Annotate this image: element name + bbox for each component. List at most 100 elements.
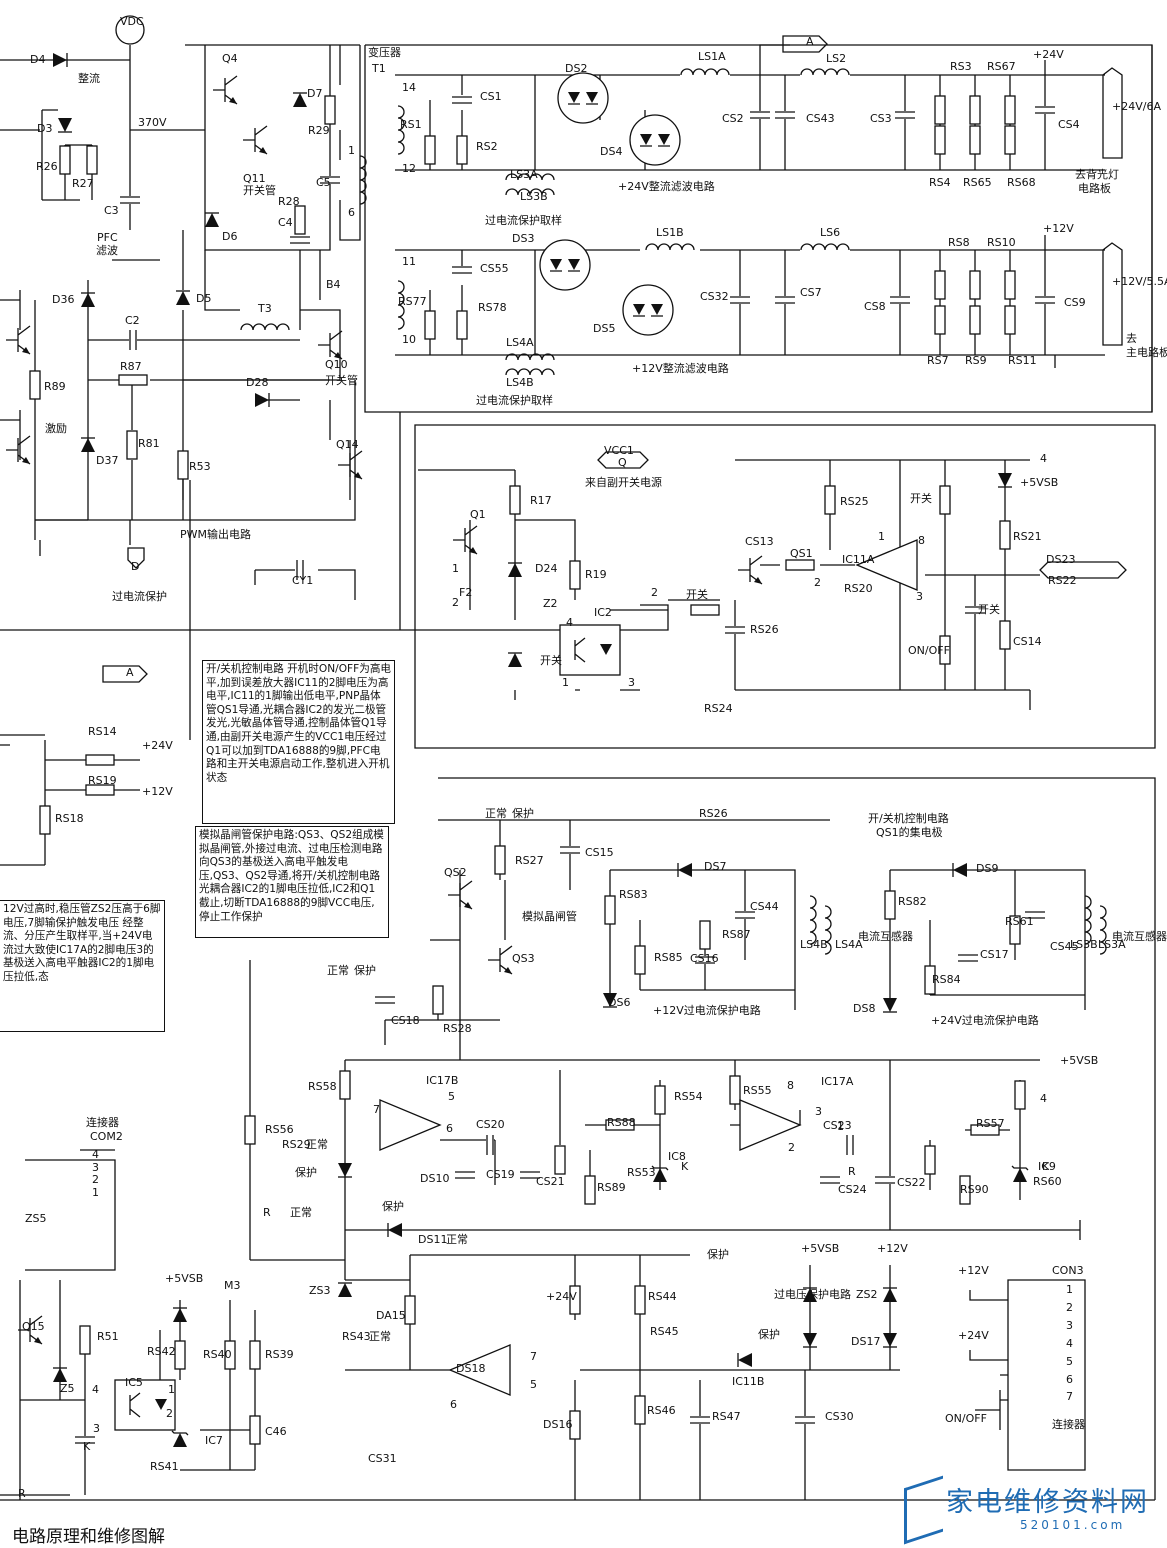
component-d-27: [81, 437, 95, 452]
label-top_left-30: R81: [138, 437, 160, 450]
label-protect-47: IC17A: [821, 1075, 854, 1088]
label-top_left-29: 激励: [45, 421, 67, 435]
label-top_left-27: D28: [246, 376, 268, 389]
component-d-83: [998, 473, 1012, 488]
component-l-37: [680, 68, 730, 76]
component-d-149: [803, 1333, 817, 1348]
label-con3-4: 2: [1066, 1301, 1073, 1314]
label-protect-16: CS44: [750, 900, 779, 913]
component-r-73: [569, 560, 581, 590]
label-top_left-4: 370V: [138, 116, 167, 129]
component-r-86: [939, 635, 951, 665]
label-protect-94: 6: [450, 1398, 457, 1411]
label-protect-25: DS9: [976, 862, 998, 875]
label-onoff-32: DS23: [1046, 553, 1075, 566]
component-d-72: [508, 562, 522, 577]
label-bottom_left-21: C46: [265, 1425, 287, 1438]
label-top_left-20: D5: [196, 292, 211, 305]
label-onoff-15: 3: [628, 676, 635, 689]
component-circle-0: [115, 15, 145, 45]
onoff-flag: [127, 67, 1127, 579]
label-protect-24: +12V过电流保护电路: [653, 1003, 761, 1017]
label-protect-9: QS3: [512, 952, 535, 965]
label-protect-88: 正常: [369, 1330, 391, 1343]
label-protect-0: 正常: [485, 807, 507, 820]
label-protect-72: R: [263, 1206, 271, 1219]
label-onoff-4: R17: [530, 494, 552, 507]
label-out12-21: LS4B: [506, 376, 534, 389]
label-protect-32: LS3A: [1098, 938, 1126, 951]
label-onoff-22: RS20: [844, 582, 873, 595]
label-onoff-25: 8: [918, 534, 925, 547]
label-top_left-11: D7: [307, 87, 322, 100]
label-onoff-6: 1: [452, 562, 459, 575]
label-top_left-19: D36: [52, 293, 74, 306]
component-r-82: [939, 485, 951, 515]
label-top_left-5: R26: [36, 160, 58, 173]
component-r-79: [785, 559, 815, 571]
label-protect-55: RS29: [282, 1138, 311, 1151]
label-onoff-21: RS25: [840, 495, 869, 508]
component-r-80: [824, 485, 836, 515]
component-r-109: [1009, 915, 1021, 945]
component-r-87: [999, 620, 1011, 650]
label-protect-27: RS61: [1005, 915, 1034, 928]
component-r-42: [934, 95, 946, 125]
component-q-70: [453, 525, 478, 555]
label-protect-54: RS56: [265, 1123, 294, 1136]
label-onoff-35: ON/OFF: [908, 644, 950, 657]
label-protect-12: CS18: [391, 1014, 420, 1027]
component-q-94: [488, 945, 513, 975]
label-bottom_left-22: RS41: [150, 1460, 179, 1473]
component-r-91: [494, 845, 506, 875]
component-r-51: [424, 310, 436, 340]
component-c-92: [560, 846, 580, 854]
label-out24-3: DS2: [565, 62, 587, 75]
component-c-12: [290, 236, 310, 244]
label-onoff-26: 3: [916, 590, 923, 603]
label-con3-0: CON3: [1052, 1264, 1084, 1277]
label-out24-23: 过电流保护取样: [485, 213, 562, 227]
label-onoff-10: Z2: [543, 597, 558, 610]
component-r-66: [1004, 305, 1016, 335]
component-q-9: [243, 125, 268, 155]
label-out12-8: CS32: [700, 290, 729, 303]
label-protect-7: QS2: [444, 866, 467, 879]
label-onoff-33: RS22: [1048, 574, 1077, 587]
label-protect-85: ZS3: [309, 1284, 331, 1297]
label-top_left-36: 过电流保护: [112, 589, 167, 603]
label-out12-6: RS77: [398, 295, 427, 308]
component-r-8: [324, 95, 336, 125]
label-out24-13: RS67: [987, 60, 1016, 73]
label-protect-63: IC8: [668, 1150, 686, 1163]
label-con3-6: 4: [1066, 1337, 1073, 1350]
label-out24-6: LS2: [826, 52, 846, 65]
label-top_left-33: D37: [96, 454, 118, 467]
label-out12-3: LS6: [820, 226, 840, 239]
label-top_left-18: D6: [222, 230, 237, 243]
component-r-43: [969, 95, 981, 125]
component-c-60: [890, 296, 910, 304]
component-r-20: [118, 374, 148, 386]
label-protect-4: QS1的集电极: [876, 825, 943, 839]
label-con3-1: +12V: [958, 1264, 989, 1277]
label-out24-11: CS3: [870, 112, 892, 125]
label-top_left-22: B4: [326, 278, 341, 291]
label-top_left-13: Q11: [243, 172, 266, 185]
label-bottom_left-14: Z5: [60, 1382, 75, 1395]
component-r-115: [339, 1070, 351, 1100]
component-d-15: [81, 292, 95, 307]
component-d-114: [883, 998, 897, 1013]
label-protect-92: 7: [530, 1350, 537, 1363]
label-out24-22: LS3B: [520, 190, 548, 203]
label-out12-4: +12V: [1043, 222, 1074, 235]
component-d-154: [53, 1367, 67, 1382]
label-onoff-23: IC11A: [842, 553, 875, 566]
component-d-151: [883, 1333, 897, 1348]
label-protect-71: K: [1042, 1160, 1050, 1173]
label-protect-91: DS18: [456, 1362, 485, 1375]
component-d-136: [338, 1163, 352, 1178]
label-protect-65: R: [848, 1165, 856, 1178]
label-top_left-15: R28: [278, 195, 300, 208]
